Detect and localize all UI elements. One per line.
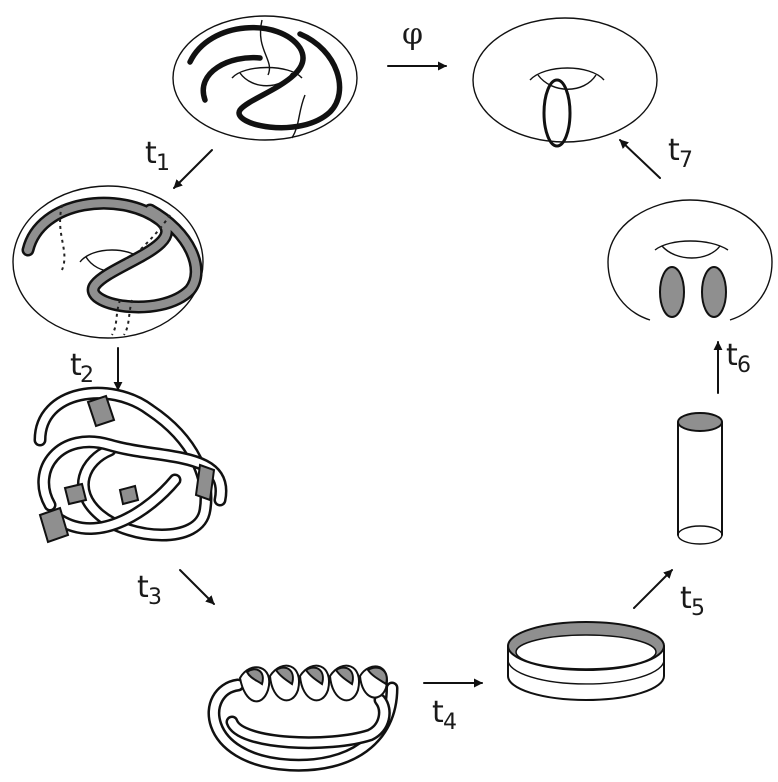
label-phi: φ [402,17,423,52]
stage-4-twisted-band [214,666,392,766]
label-t6-sub: 6 [737,353,751,378]
arrow-t7: t 7 [620,133,693,178]
arrow-t2: t 2 [70,348,118,390]
stage-5-annulus [508,622,664,700]
stage-7-torus-two-discs [608,200,772,320]
arrow-t6: t 6 [718,338,751,393]
stage-1-torus-knotted-curve [173,16,357,140]
label-t2-sub: 2 [80,363,94,388]
arrow-t1: t 1 [145,136,212,188]
label-t4-sub: 4 [443,710,457,735]
arrow-t4: t 4 [424,683,482,735]
label-t1-sub: 1 [156,151,170,176]
arrow-phi: φ [388,17,446,66]
label-t7-sub: 7 [679,148,693,173]
arrow-t3: t 3 [137,570,214,610]
stage-3-knotted-surface [40,393,221,542]
stage-8-torus-meridian [473,18,657,146]
arrow-t5: t 5 [634,570,705,621]
label-t5-sub: 5 [691,596,705,621]
stage-2-torus-shaded-band [13,186,203,338]
stage-6-cylinder [678,413,722,544]
label-t3-sub: 3 [148,585,162,610]
